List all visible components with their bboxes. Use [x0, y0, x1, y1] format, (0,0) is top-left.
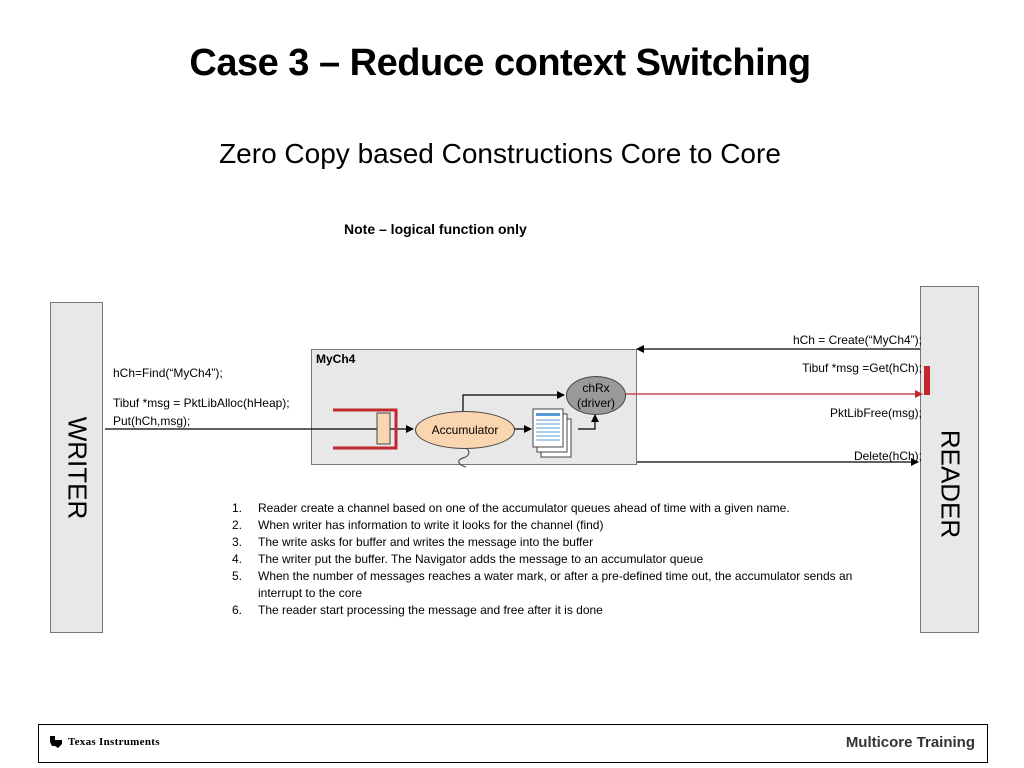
- note-text: Note – logical function only: [344, 221, 527, 237]
- step-item: 5.When the number of messages reaches a …: [232, 569, 853, 600]
- steps-list: 1.Reader create a channel based on one o…: [230, 500, 870, 619]
- writer-panel: WRITER: [50, 302, 103, 633]
- mych4-label: MyCh4: [316, 352, 356, 366]
- step-text: The reader start processing the message …: [258, 603, 603, 617]
- interrupt-marker: [924, 366, 930, 395]
- message-pages-icon: [532, 408, 572, 458]
- reader-free-code: PktLibFree(msg);: [829, 406, 922, 420]
- reader-get-code: Tibuf *msg =Get(hCh);: [802, 361, 922, 375]
- ti-logo-text: Texas Instruments: [68, 736, 160, 748]
- texas-state-icon: [50, 736, 62, 748]
- step-text: The writer put the buffer. The Navigator…: [258, 552, 704, 566]
- writer-put-code: Put(hCh,msg);: [113, 414, 191, 428]
- step-item: 2.When writer has information to write i…: [232, 518, 604, 532]
- step-item: 1.Reader create a channel based on one o…: [232, 501, 790, 515]
- reader-delete-code: Delete(hCh);: [853, 449, 922, 463]
- step-text: The write asks for buffer and writes the…: [258, 535, 594, 549]
- step-item: 4.The writer put the buffer. The Navigat…: [232, 552, 704, 566]
- reader-panel: READER: [920, 286, 979, 633]
- ti-logo: Texas Instruments: [49, 735, 160, 749]
- slide-title: Case 3 – Reduce context Switching: [189, 42, 811, 84]
- chrx-label: chRx: [582, 380, 610, 395]
- chrx-driver-label: (driver): [577, 395, 615, 410]
- queue-buffer: [376, 412, 391, 445]
- step-text: When writer has information to write it …: [258, 518, 604, 532]
- chrx-driver-node: chRx (driver): [566, 376, 626, 415]
- reader-create-code: hCh = Create(“MyCh4”);: [792, 333, 922, 347]
- accum-to-chrx-arrow: [462, 391, 565, 411]
- writer-find-code: hCh=Find(“MyCh4”);: [113, 366, 223, 380]
- accumulator-node: Accumulator: [415, 411, 515, 449]
- footer-bar: Texas Instruments Multicore Training: [38, 724, 988, 763]
- step-item: 3.The write asks for buffer and writes t…: [232, 535, 594, 549]
- queue-bracket: [333, 408, 398, 450]
- step-item: 6.The reader start processing the messag…: [232, 603, 603, 617]
- step-text: When the number of messages reaches a wa…: [258, 569, 853, 600]
- pages-to-chrx-arrow: [578, 414, 599, 430]
- slide-subtitle: Zero Copy based Constructions Core to Co…: [219, 138, 781, 169]
- accumulator-loop: [458, 445, 470, 468]
- writer-alloc-code: Tibuf *msg = PktLibAlloc(hHeap);: [113, 396, 290, 410]
- multicore-training-label: Multicore Training: [845, 734, 975, 751]
- step-text: Reader create a channel based on one of …: [258, 501, 790, 515]
